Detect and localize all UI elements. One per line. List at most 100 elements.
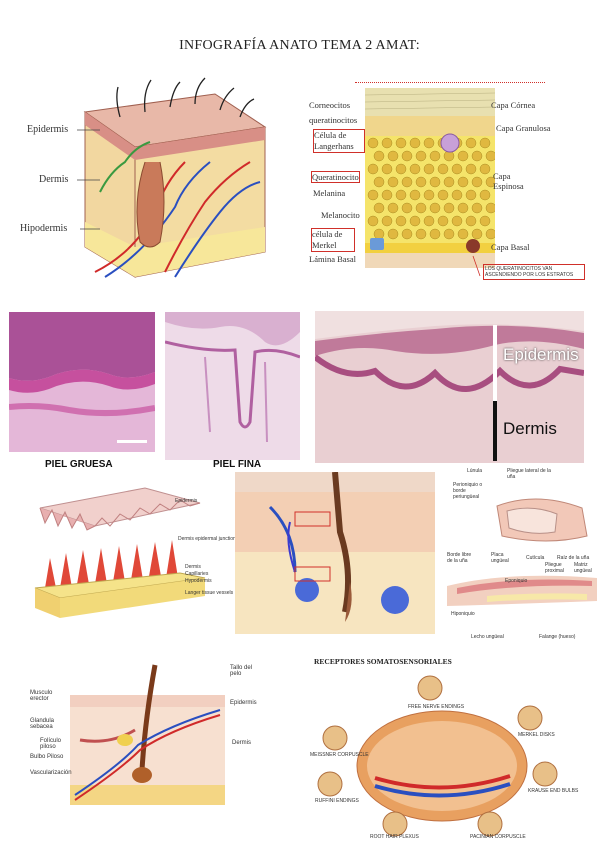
label-capa-cornea: Capa Córnea — [491, 100, 536, 110]
strata-arrow — [472, 255, 481, 277]
nail-label-eponiquio: Eponiquio — [505, 578, 528, 584]
label-corneocitos: Corneocitos — [309, 100, 351, 110]
strata-cell — [465, 189, 477, 201]
epidermis-strata-figure: Corneocitos queratinocitos Célula de Lan… — [305, 76, 585, 296]
papillae-label-3: Capillaries — [185, 571, 209, 577]
label-capa-granulosa: Capa Granulosa — [496, 123, 551, 133]
label-melanocito: Melanocito — [321, 210, 360, 220]
strata-cell — [485, 202, 495, 214]
strata-cell — [395, 163, 407, 175]
strata-cell — [401, 176, 413, 188]
strata-cell — [471, 202, 483, 214]
strata-cell — [409, 189, 421, 201]
strata-cell — [395, 137, 407, 149]
strata-cell — [381, 215, 393, 227]
label-celula-langerhans: Célula de Langerhans — [313, 129, 365, 153]
nail-label-pliegue-proximal: Pliegue proximal — [545, 562, 564, 574]
strata-cell — [429, 176, 441, 188]
strata-cell — [409, 137, 421, 149]
receptor-merkel: MERKEL DISKS — [518, 732, 555, 738]
papillae-label-2: Dermis — [185, 564, 201, 570]
receptor-ruffini: RUFFINI ENDINGS — [315, 798, 359, 804]
strata-cell — [485, 228, 495, 240]
strata-cell — [415, 202, 427, 214]
skin-label-leaders — [77, 129, 100, 230]
label-lamina-basal: Lámina Basal — [309, 254, 356, 264]
follicle-illustration — [235, 471, 435, 634]
strata-cell — [381, 137, 393, 149]
strata-cell — [457, 202, 469, 214]
he-label-epidermis: Epidermis — [503, 345, 579, 364]
he-section-image — [315, 311, 584, 463]
strata-cell — [401, 150, 413, 162]
strata-cell — [443, 228, 455, 240]
hair-label-dermis: Dermis — [232, 740, 251, 746]
strata-cell — [465, 163, 477, 175]
papillae-figure: Epidermis Dermis epidermal junction Derm… — [30, 478, 250, 628]
hair-label-foliculo: Folículo piloso — [40, 738, 62, 750]
label-epidermis: Epidermis — [27, 124, 69, 135]
papillae-label-1: Dermis epidermal junction — [178, 536, 236, 542]
page-title: INFOGRAFÍA ANATO TEMA 2 AMAT: — [179, 38, 420, 53]
strata-cell — [485, 176, 495, 188]
strata-cell — [465, 215, 477, 227]
strata-cell — [381, 163, 393, 175]
histology-thick-skin — [9, 312, 155, 452]
strata-cell — [451, 163, 463, 175]
strata-cell — [415, 228, 427, 240]
strata-cell — [479, 163, 491, 175]
strata-cell — [437, 163, 449, 175]
strata-cell — [387, 228, 399, 240]
strata-cell — [387, 150, 399, 162]
strata-cell — [395, 189, 407, 201]
hair-label-bulbo: Bulbo Piloso — [30, 754, 64, 760]
nail-label-hiponiquio: Hiponiquio — [451, 611, 475, 617]
histology-he-section: Epidermis Dermis — [315, 311, 584, 463]
nail-label-pliegue-lateral: Pliegue lateral de la uña — [507, 468, 551, 480]
strata-cell — [373, 176, 385, 188]
strata-cell — [373, 150, 385, 162]
strata-cell — [387, 202, 399, 214]
strata-cell — [387, 176, 399, 188]
nail-label-matriz: Matriz ungüeal — [574, 562, 592, 574]
thin-skin-image — [165, 312, 300, 460]
strata-cell — [423, 163, 435, 175]
histology-thin-skin — [165, 312, 300, 460]
receptors-illustration — [317, 675, 558, 837]
strata-cell — [471, 228, 483, 240]
label-celula-merkel: célula de Merkel — [311, 228, 355, 252]
label-queratinocito: Queratinocito — [311, 171, 360, 183]
papillae-label-5: Langer tissue vessels — [185, 590, 234, 596]
he-label-dermis: Dermis — [503, 419, 557, 438]
skin-block-figure: Epidermis Dermis Hipodermis — [15, 72, 280, 292]
nail-label-falange: Falange (hueso) — [539, 634, 576, 640]
skin-block-illustration — [83, 77, 267, 278]
hair-label-epidermis: Epidermis — [230, 700, 257, 706]
label-melanina: Melanina — [313, 188, 346, 198]
caption-piel-gruesa: PIEL GRUESA — [45, 459, 113, 470]
papillae-label-0: Epidermis — [175, 498, 198, 504]
nail-label-raiz: Raíz de la uña — [557, 555, 590, 561]
label-dermis: Dermis — [39, 174, 69, 185]
strata-cell — [437, 189, 449, 201]
strata-cell — [457, 228, 469, 240]
hair-label-tallo: Tallo del pelo — [230, 665, 253, 677]
receptor-meissner: MEISSNER CORPUSCLE — [310, 752, 369, 758]
strata-cell — [471, 176, 483, 188]
receptor-root-hair-plexus: ROOT HAIR PLEXUS — [370, 834, 419, 840]
thick-skin-image — [9, 312, 155, 452]
strata-cell — [409, 163, 421, 175]
strata-cell — [471, 150, 483, 162]
nail-label-borde-libre: Borde libre de la uña — [447, 552, 472, 564]
strata-cell — [457, 150, 469, 162]
strata-cell — [479, 189, 491, 201]
strata-cell — [465, 137, 477, 149]
strata-cell — [437, 215, 449, 227]
strata-cell — [401, 202, 413, 214]
strata-cell — [479, 215, 491, 227]
nail-figure: Lúnula Pliegue lateral de la uña Perioni… — [447, 466, 597, 646]
hair-label-vascularizacion: Vascularización — [30, 770, 72, 776]
hair-label-glandula: Glandula sebacea — [30, 718, 55, 730]
strata-cell — [415, 176, 427, 188]
strata-cell — [429, 228, 441, 240]
